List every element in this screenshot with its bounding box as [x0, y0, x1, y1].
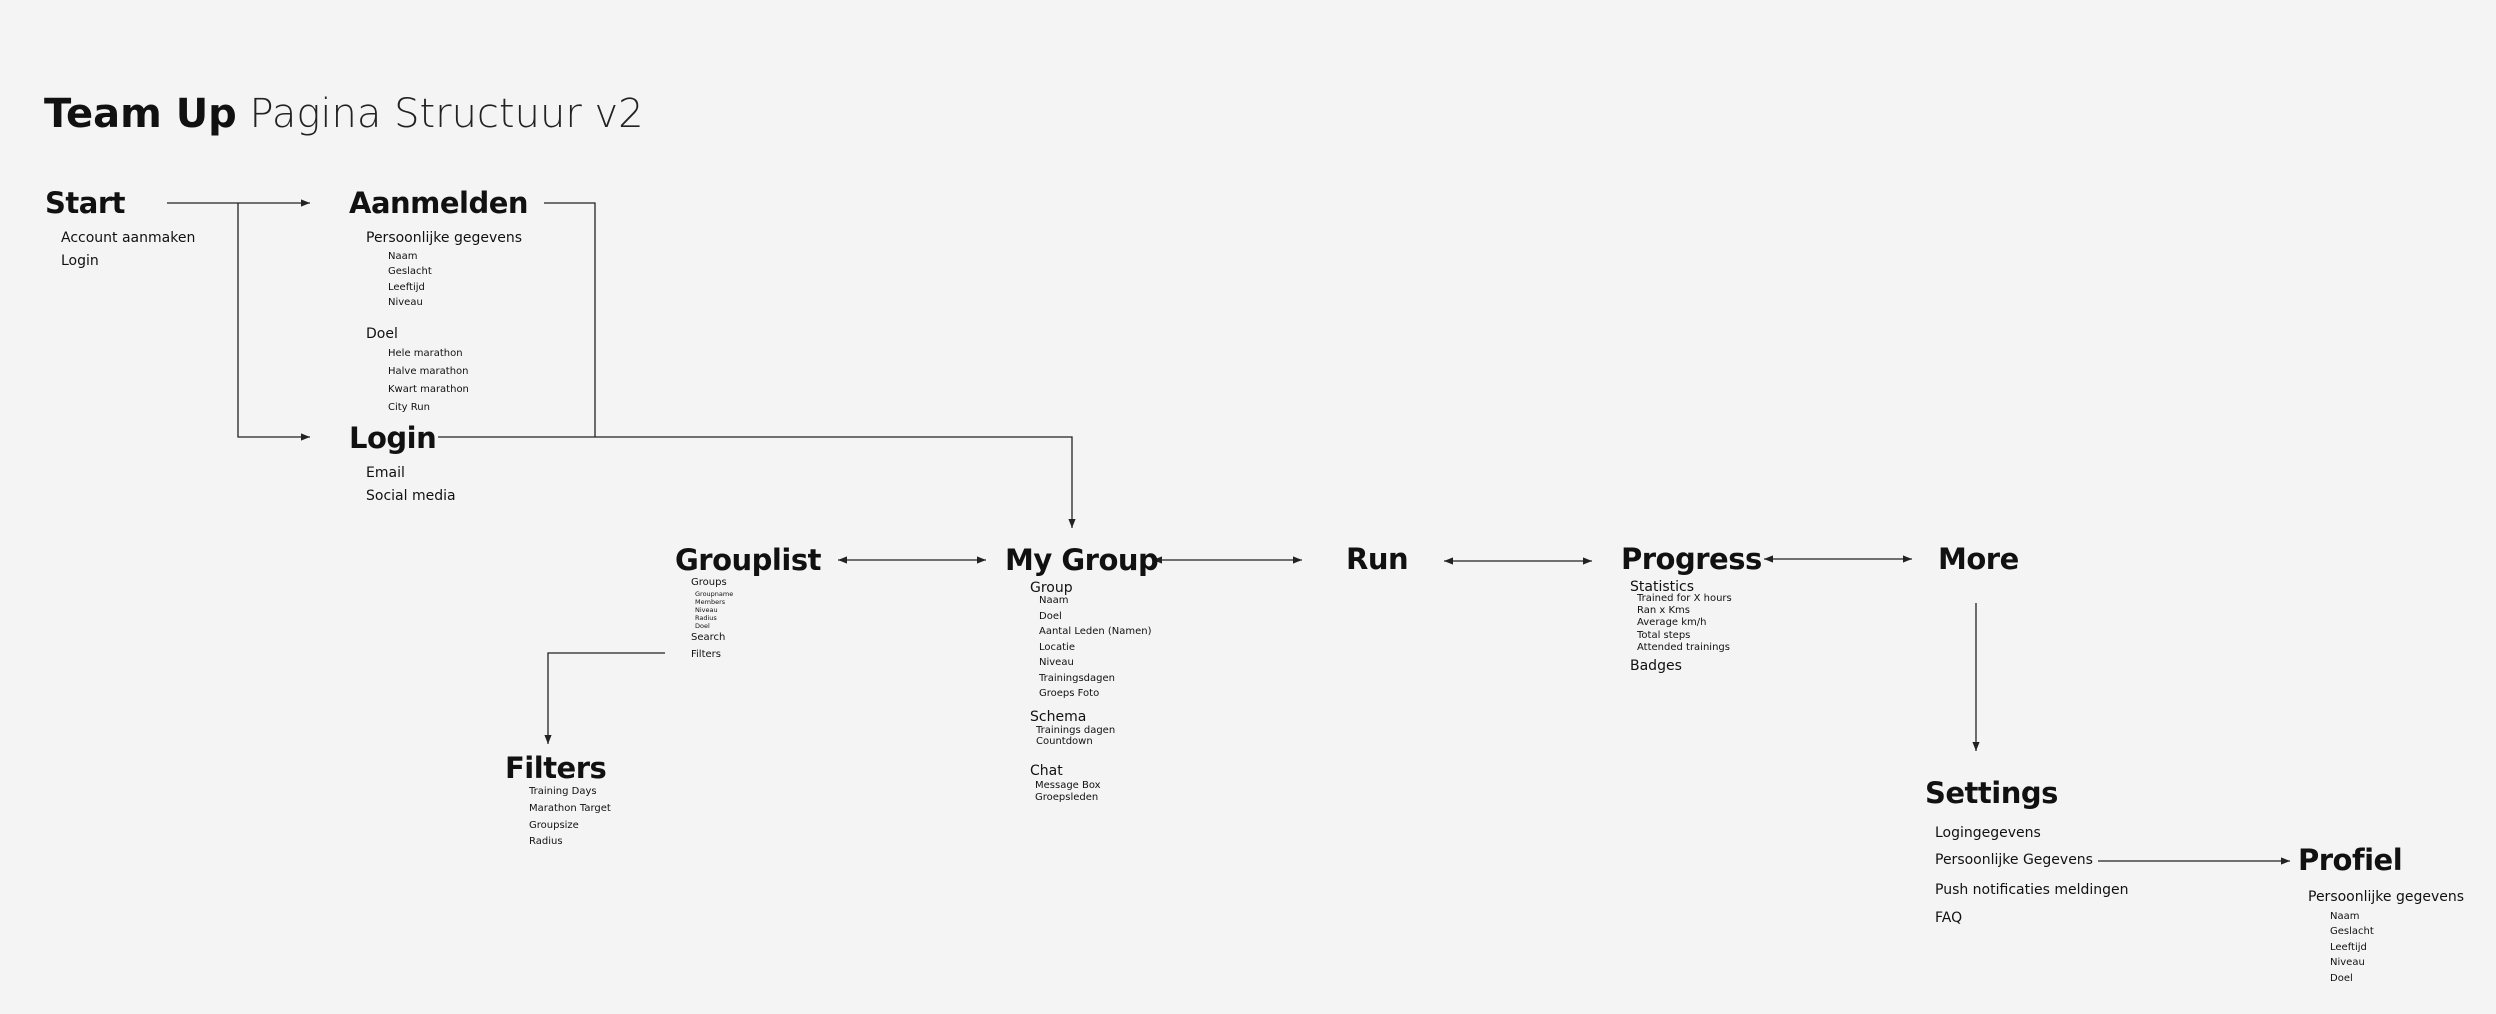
- mygroup-schema-label: Schema: [1030, 709, 1087, 725]
- progress-badges: Badges: [1630, 658, 1682, 674]
- filters-item-radius: Radius: [529, 836, 563, 847]
- progress-item-average-kmh: Average km/h: [1637, 617, 1707, 628]
- page-title-bold: Team Up: [44, 91, 237, 137]
- login-item-social-media: Social media: [366, 488, 456, 504]
- start-heading: Start: [45, 186, 125, 220]
- mygroup-group-label: Group: [1030, 580, 1073, 596]
- settings-item-persoonlijke-gegevens: Persoonlijke Gegevens: [1935, 852, 2093, 868]
- progress-item-attended-trainings: Attended trainings: [1637, 642, 1730, 653]
- mygroup-item-trainings-dagen: Trainings dagen: [1036, 725, 1116, 736]
- grouplist-search: Search: [691, 632, 726, 643]
- grouplist-item-radius: Radius: [695, 614, 717, 622]
- aanmelden-item-leeftijd: Leeftijd: [388, 282, 425, 293]
- profiel-heading: Profiel: [2298, 843, 2403, 877]
- grouplist-groups-label: Groups: [691, 577, 727, 588]
- aanmelden-item-niveau: Niveau: [388, 297, 423, 308]
- mygroup-item-countdown: Countdown: [1036, 736, 1093, 747]
- login-item-email: Email: [366, 465, 405, 481]
- mygroup-item-trainingsdagen: Trainingsdagen: [1039, 673, 1115, 684]
- mygroup-item-naam: Naam: [1039, 595, 1069, 606]
- settings-item-logingegevens: Logingegevens: [1935, 825, 2041, 841]
- aanmelden-heading: Aanmelden: [349, 186, 529, 220]
- profiel-item-geslacht: Geslacht: [2330, 926, 2374, 937]
- filters-item-training-days: Training Days: [529, 786, 597, 797]
- mygroup-heading: My Group: [1005, 543, 1159, 577]
- profiel-item-naam: Naam: [2330, 911, 2360, 922]
- aanmelden-item-naam: Naam: [388, 251, 418, 262]
- aanmelden-item-kwart-marathon: Kwart marathon: [388, 384, 469, 395]
- filters-heading: Filters: [505, 751, 607, 785]
- aanmelden-persoonlijke-label: Persoonlijke gegevens: [366, 230, 523, 246]
- settings-item-faq: FAQ: [1935, 910, 1963, 926]
- progress-item-ran-kms: Ran x Kms: [1637, 605, 1690, 616]
- login-heading: Login: [349, 421, 437, 455]
- mygroup-item-aantal-leden: Aantal Leden (Namen): [1039, 626, 1152, 637]
- run-heading: Run: [1346, 542, 1409, 576]
- grouplist-item-doel: Doel: [695, 622, 710, 630]
- more-heading: More: [1938, 542, 2019, 576]
- progress-item-trained-hours: Trained for X hours: [1637, 593, 1732, 604]
- progress-heading: Progress: [1621, 542, 1762, 576]
- settings-heading: Settings: [1925, 776, 2058, 810]
- mygroup-item-locatie: Locatie: [1039, 642, 1075, 653]
- aanmelden-doel-label: Doel: [366, 326, 398, 342]
- profiel-item-niveau: Niveau: [2330, 957, 2365, 968]
- aanmelden-item-city-run: City Run: [388, 402, 430, 413]
- mygroup-item-doel: Doel: [1039, 611, 1062, 622]
- connector-start-login: [237, 203, 310, 441]
- mygroup-item-groeps-foto: Groeps Foto: [1039, 688, 1100, 699]
- aanmelden-item-geslacht: Geslacht: [388, 266, 432, 277]
- page-title-light: Pagina Structuur v2: [249, 91, 644, 137]
- mygroup-item-niveau: Niveau: [1039, 657, 1074, 668]
- mygroup-chat-label: Chat: [1030, 763, 1063, 779]
- grouplist-filters: Filters: [691, 649, 721, 660]
- start-item-login: Login: [61, 253, 99, 269]
- start-item-account-aanmaken: Account aanmaken: [61, 230, 196, 246]
- progress-item-total-steps: Total steps: [1637, 630, 1691, 641]
- grouplist-item-groupname: Groupname: [695, 590, 734, 598]
- mygroup-item-groepsleden: Groepsleden: [1035, 792, 1099, 803]
- filters-item-marathon-target: Marathon Target: [529, 803, 611, 814]
- profiel-persoonlijke-label: Persoonlijke gegevens: [2308, 889, 2465, 905]
- grouplist-item-members: Members: [695, 598, 726, 606]
- settings-item-push-notificaties: Push notificaties meldingen: [1935, 882, 2129, 898]
- grouplist-heading: Grouplist: [675, 543, 821, 577]
- profiel-item-leeftijd: Leeftijd: [2330, 942, 2367, 953]
- connector-login-mygroup: [438, 436, 1076, 528]
- aanmelden-item-hele-marathon: Hele marathon: [388, 348, 463, 359]
- connector-aanmelden-login: [544, 202, 596, 437]
- mygroup-item-message-box: Message Box: [1035, 780, 1101, 791]
- aanmelden-item-halve-marathon: Halve marathon: [388, 366, 469, 377]
- filters-item-groupsize: Groupsize: [529, 820, 579, 831]
- grouplist-item-niveau: Niveau: [695, 606, 718, 614]
- page-title: Team Up Pagina Structuur v2: [44, 94, 644, 134]
- progress-statistics-label: Statistics: [1630, 579, 1694, 595]
- profiel-item-doel: Doel: [2330, 973, 2353, 984]
- connector-grouplist-filters: [544, 652, 665, 744]
